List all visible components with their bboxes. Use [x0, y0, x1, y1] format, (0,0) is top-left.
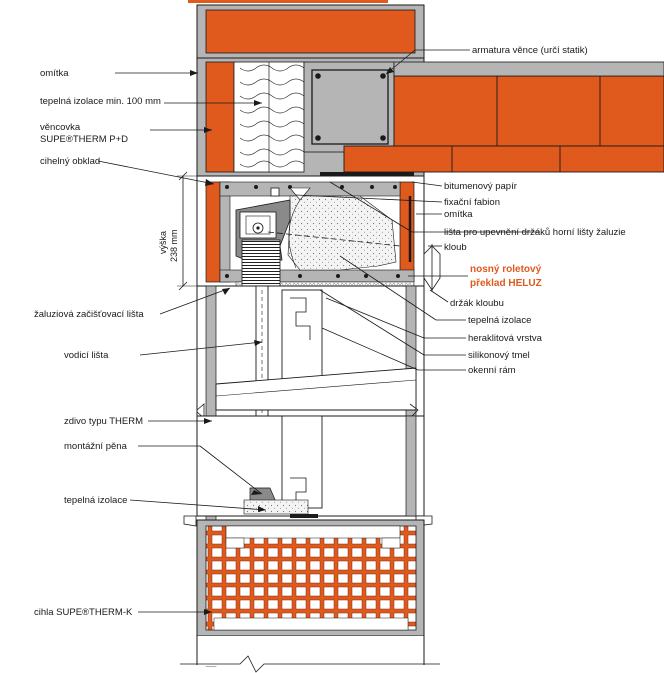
- bitumen-paper: [320, 172, 414, 176]
- dimension-label: výška: [158, 231, 168, 254]
- label-vencovka-2: SUPE®THERM P+D: [40, 134, 128, 145]
- label-fixacni-fabion: fixační fabion: [444, 197, 500, 208]
- dimension-value: 238 mm: [169, 229, 179, 262]
- label-kloub: kloub: [444, 242, 467, 253]
- concrete-ring-beam: [303, 61, 395, 153]
- label-cihelny-obklad: cihelný obklad: [40, 156, 100, 167]
- insulation-block: [233, 61, 305, 173]
- label-vodici-lista: vodicí lišta: [64, 350, 109, 361]
- label-heraklitova-vrstva: heraklitová vrstva: [468, 333, 543, 344]
- vencovka-block: [205, 61, 235, 173]
- label-drzak-kloubu: držák kloubu: [450, 298, 504, 309]
- label-tepelna-izolace-bottom: tepelná izolace: [64, 495, 127, 506]
- roller-lintel: [196, 175, 425, 288]
- label-bitumenovy-papir: bitumenový papír: [444, 181, 517, 192]
- break-lines: [196, 403, 419, 419]
- label-zaluziova-lista: žaluziová začišťovací lišta: [34, 309, 144, 320]
- bottom-break-line: [180, 655, 440, 673]
- label-lista-upevneni: lišta pro upevnění držáků horní lišty ža…: [444, 227, 626, 238]
- wall-lower: [183, 415, 433, 527]
- label-omitka-right: omítka: [444, 209, 473, 220]
- label-tepelna-izolace-right: tepelná izolace: [468, 315, 531, 326]
- right-leaders: [295, 49, 540, 371]
- height-dimension: [177, 171, 197, 291]
- label-zdivo-therm: zdivo typu THERM: [64, 416, 143, 427]
- label-armatura-vence: armatura věnce (určí statik): [472, 45, 588, 56]
- label-silikonovy-tmel: silikonový tmel: [468, 350, 530, 361]
- label-nosny-1: nosný roletový: [470, 264, 542, 275]
- label-cihla-therm-k: cihla SUPE®THERM-K: [34, 607, 133, 618]
- label-montazni-pena: montážní pěna: [64, 441, 128, 452]
- upper-wall: [196, 4, 425, 59]
- label-omitka-left: omítka: [40, 68, 69, 79]
- label-okenni-ram: okenní rám: [468, 365, 516, 376]
- label-vencovka-1: věncovka: [40, 122, 81, 133]
- left-leaders: [97, 72, 267, 613]
- floor-slab: [343, 61, 664, 173]
- label-nosny-2: překlad HELUZ: [470, 278, 542, 289]
- label-tepelna-izolace-min: tepelná izolace min. 100 mm: [40, 96, 161, 107]
- therm-k-brick: [196, 519, 425, 637]
- hinge-rod: [408, 196, 441, 292]
- blind-mechanism: [235, 187, 291, 287]
- top-fragment: [188, 0, 388, 3]
- upper-block: [196, 57, 425, 179]
